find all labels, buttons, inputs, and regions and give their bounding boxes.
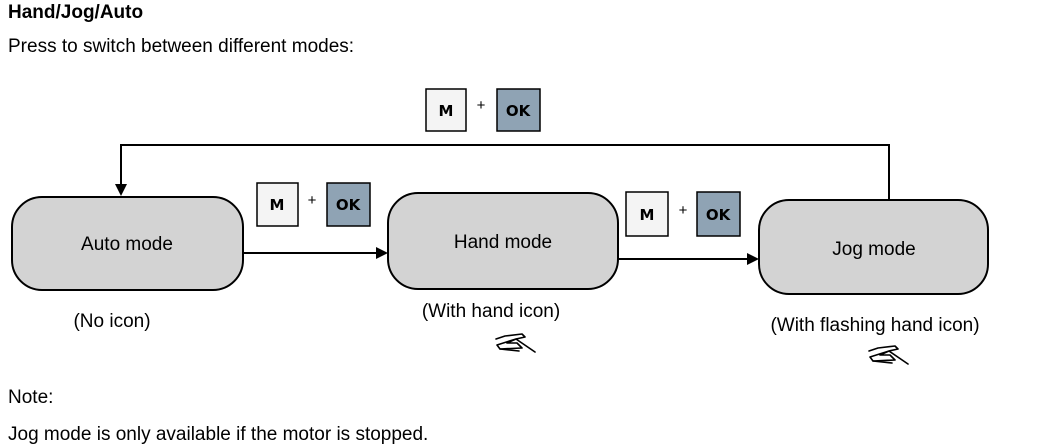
hand-icon xyxy=(495,333,536,353)
auto-mode-caption: (No icon) xyxy=(73,311,150,332)
note-text: Jog mode is only available if the motor … xyxy=(8,424,429,445)
plus-sign: + xyxy=(308,192,317,209)
hand-mode-caption: (With hand icon) xyxy=(422,301,560,322)
jog-mode-shape xyxy=(758,199,989,295)
auto-mode-label: Auto mode xyxy=(81,234,173,255)
ok-key-label: OK xyxy=(506,102,532,120)
plus-sign: + xyxy=(477,97,486,114)
m-key xyxy=(256,182,299,227)
key-combo-return: M + OK xyxy=(425,88,541,132)
auto-mode-box: Auto mode xyxy=(11,196,244,291)
m-key-label: M xyxy=(640,206,655,224)
m-key xyxy=(425,88,467,132)
page-title: Hand/Jog/Auto xyxy=(8,2,144,23)
hand-mode-shape xyxy=(387,192,619,290)
m-key xyxy=(625,191,669,237)
auto-mode-shape xyxy=(11,196,244,291)
hand-icon xyxy=(868,345,909,365)
key-combo-auto-to-hand: M + OK xyxy=(256,182,371,227)
jog-to-auto-arrow xyxy=(115,144,890,200)
key-combo-hand-to-jog: M + OK xyxy=(625,191,741,237)
hand-mode-label: Hand mode xyxy=(454,232,552,253)
jog-mode-label: Jog mode xyxy=(832,239,915,260)
ok-key xyxy=(696,191,741,237)
m-key-label: M xyxy=(270,196,285,214)
note-label: Note: xyxy=(8,387,54,408)
plus-sign: + xyxy=(679,202,688,219)
ok-key-label: OK xyxy=(706,206,732,224)
ok-key-label: OK xyxy=(336,196,362,214)
jog-mode-caption: (With flashing hand icon) xyxy=(770,315,979,336)
m-key-label: M xyxy=(439,102,454,120)
hand-mode-box: Hand mode xyxy=(387,192,619,290)
jog-mode-box: Jog mode xyxy=(758,199,989,295)
intro-text: Press to switch between different modes: xyxy=(8,36,355,57)
ok-key xyxy=(326,182,371,227)
ok-key xyxy=(496,88,541,132)
